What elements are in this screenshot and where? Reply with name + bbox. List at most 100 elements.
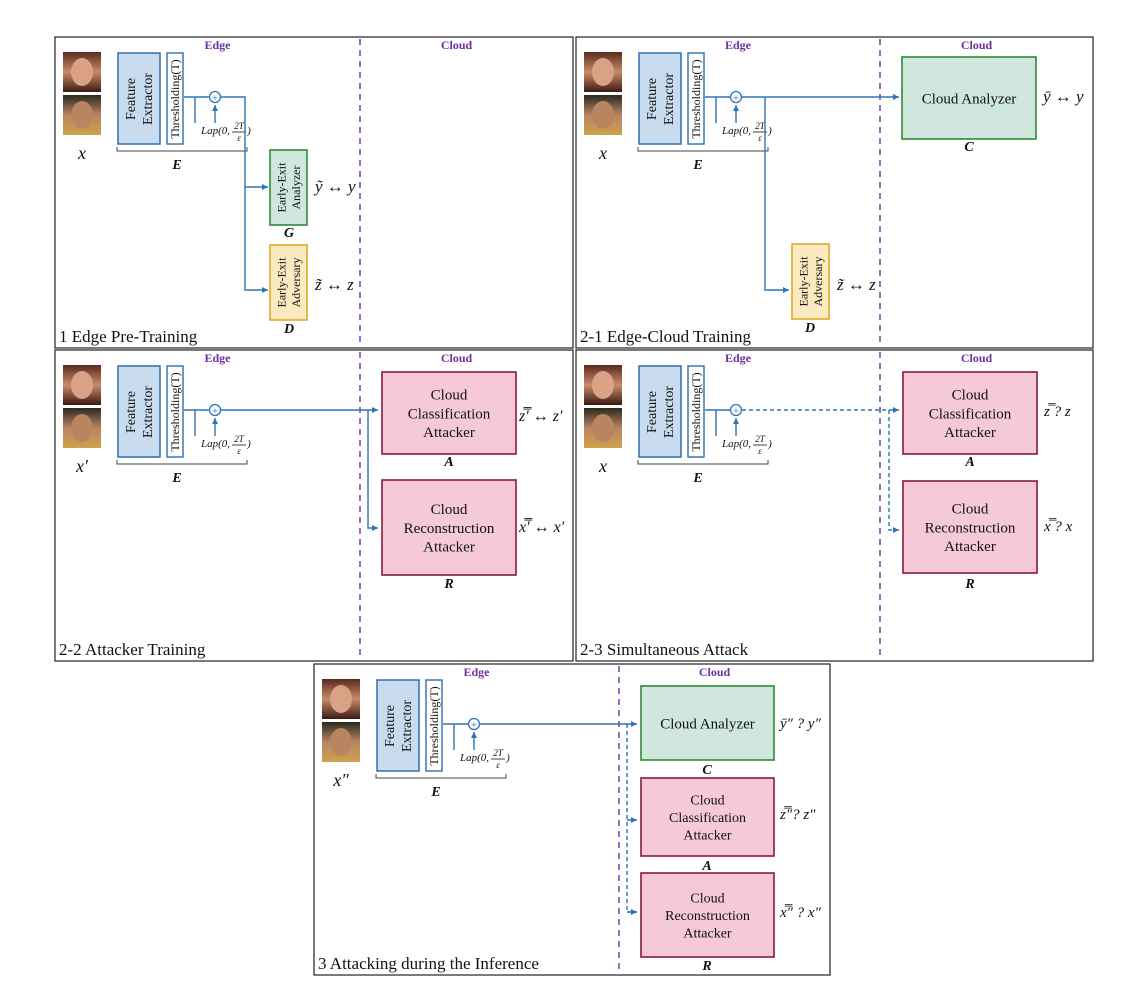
flow-line (221, 96, 268, 293)
block-symbol: A (443, 455, 453, 470)
face-image (71, 414, 93, 442)
edge-heading: Edge (204, 38, 231, 52)
attacker-label: Cloud (431, 388, 468, 404)
edge-heading: Edge (725, 351, 752, 365)
feature-extractor-label: Feature (124, 391, 139, 433)
noise-add-node (729, 90, 743, 104)
feature-extractor-label: Feature (645, 391, 660, 433)
laplace-label: ) (505, 752, 510, 764)
output-relation: z̿′ ↔ z′ (518, 406, 563, 425)
cloud-heading: Cloud (441, 351, 473, 365)
attacker-label: Reconstruction (404, 521, 495, 537)
attacker-block (381, 371, 517, 455)
feature-extractor-label: Extractor (662, 386, 677, 438)
attacker-label: Classification (929, 406, 1012, 422)
attacker-label: Attacker (683, 926, 732, 941)
attacker-label: Classification (408, 406, 491, 422)
cloud-heading: Cloud (699, 665, 731, 679)
adversary-label: Early-Exit (275, 257, 289, 308)
attacker-label: Classification (669, 811, 746, 826)
adversary-label: Early-Exit (797, 256, 811, 307)
face-image (71, 101, 93, 129)
attacker-label: Cloud (690, 891, 724, 906)
output-relation: z̿ ? z (1043, 404, 1071, 420)
face-image (330, 728, 352, 756)
attacker-label: Cloud (431, 502, 468, 518)
laplace-label: 2T (234, 121, 245, 131)
panel-caption: 3 Attacking during the Inference (318, 954, 539, 973)
laplace-label: Lap(0, (200, 125, 230, 137)
face-image (71, 58, 93, 86)
thresholding-label: Thresholding(T) (689, 372, 703, 451)
feature-extractor-label: Extractor (662, 73, 677, 125)
thresholding-label: Thresholding(T) (168, 372, 182, 451)
output-relation: x̿′ ↔ x′ (518, 517, 565, 536)
block-symbol: A (701, 859, 711, 874)
panel-caption: 2-1 Edge-Cloud Training (580, 327, 751, 346)
thresholding-label: Thresholding(T) (689, 59, 703, 138)
input-face-images (584, 365, 622, 448)
edge-symbol: E (692, 158, 702, 173)
adversary-block (269, 244, 308, 321)
output-relation: ỹ ↔ y (313, 177, 356, 196)
cloud-heading: Cloud (441, 38, 473, 52)
block-symbol: R (701, 959, 711, 974)
edge-brace (637, 460, 769, 465)
edge-symbol: E (171, 471, 181, 486)
attacker-block (902, 371, 1038, 455)
laplace-label: ) (767, 125, 772, 137)
block-symbol: G (284, 226, 294, 241)
adversary-label: Adversary (289, 258, 303, 308)
input-symbol: x′ (75, 456, 89, 476)
adversary-label: Adversary (811, 257, 825, 307)
edge-symbol: E (692, 471, 702, 486)
attacker-label: Attacker (423, 540, 475, 556)
laplace-label: ) (246, 438, 251, 450)
plus-symbol: + (212, 93, 218, 105)
thresholding-label: Thresholding(T) (427, 686, 441, 765)
feature-extractor-block (638, 365, 682, 458)
noise-add-node (729, 403, 743, 417)
input-symbol: x (598, 456, 607, 476)
attacker-block (902, 480, 1038, 574)
laplace-label: 2T (755, 434, 766, 444)
flow-line (764, 97, 789, 293)
attacker-label: Attacker (423, 425, 475, 441)
laplace-label: 2T (234, 434, 245, 444)
attacker-block (640, 872, 775, 958)
analyzer-label: Cloud Analyzer (922, 91, 1017, 107)
feature-extractor-label: Feature (124, 78, 139, 120)
input-symbol: x″ (332, 770, 349, 790)
plus-symbol: + (733, 93, 739, 105)
output-relation: x̿ ? x (1043, 519, 1073, 535)
laplace-label: Lap(0, (721, 125, 751, 137)
attacker-label: Reconstruction (925, 520, 1016, 536)
block-symbol: R (443, 577, 453, 592)
input-face-images (63, 365, 101, 448)
block-symbol: C (702, 763, 712, 778)
laplace-label: ε (237, 133, 241, 143)
cloud-heading: Cloud (961, 351, 993, 365)
face-image (592, 101, 614, 129)
face-image (330, 685, 352, 713)
thresholding-block (687, 365, 705, 458)
feature-extractor-block (117, 365, 161, 458)
face-image (592, 58, 614, 86)
output-relation: ȳ ↔ y (1041, 87, 1084, 106)
block-symbol: R (964, 577, 974, 592)
panel-caption: 2-3 Simultaneous Attack (580, 640, 749, 659)
edge-heading: Edge (204, 351, 231, 365)
laplace-label: ) (767, 438, 772, 450)
block-symbol: D (804, 321, 815, 336)
flow-line (367, 410, 378, 531)
face-image (71, 371, 93, 399)
edge-heading: Edge (725, 38, 752, 52)
output-relation: z̿″? z″ (779, 807, 816, 823)
laplace-label: Lap(0, (721, 438, 751, 450)
attacker-label: Cloud (952, 502, 989, 518)
